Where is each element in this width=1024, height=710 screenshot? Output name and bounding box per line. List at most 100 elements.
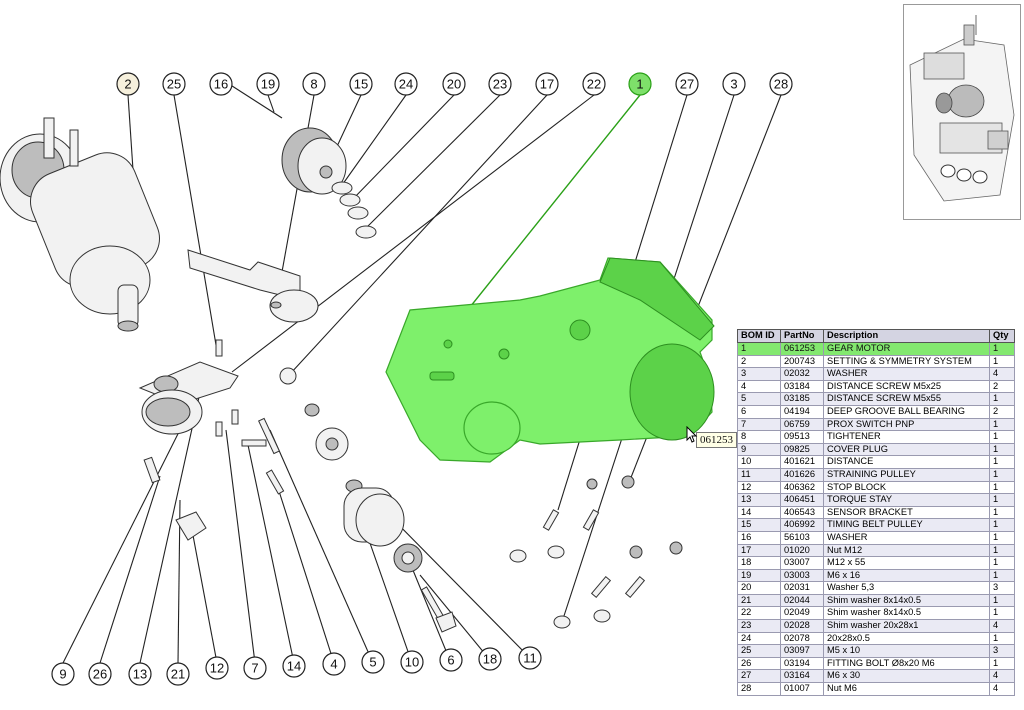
bom-cell-partno: 03003 — [780, 568, 824, 583]
callout-26[interactable]: 26 — [88, 662, 112, 686]
bom-cell-description: M6 x 30 — [823, 669, 990, 684]
svg-text:23: 23 — [493, 77, 507, 92]
callout-3[interactable]: 3 — [722, 72, 746, 96]
callout-24[interactable]: 24 — [394, 72, 418, 96]
callout-23[interactable]: 23 — [488, 72, 512, 96]
bom-cell-qty: 1 — [989, 417, 1015, 432]
callout-27[interactable]: 27 — [675, 72, 699, 96]
bom-cell-qty: 3 — [989, 581, 1015, 595]
callout-21[interactable]: 21 — [166, 662, 190, 686]
callout-14[interactable]: 14 — [282, 654, 306, 678]
callout-7[interactable]: 7 — [243, 656, 267, 680]
bom-cell-id: 20 — [737, 581, 781, 595]
callout-9[interactable]: 9 — [51, 662, 75, 686]
bom-cell-partno: 03097 — [780, 644, 824, 658]
bom-cell-description: DISTANCE — [823, 455, 990, 469]
bom-cell-description: M5 x 10 — [823, 644, 990, 658]
callout-17[interactable]: 17 — [535, 72, 559, 96]
bom-header-description[interactable]: Description — [823, 329, 990, 343]
callout-18[interactable]: 18 — [478, 647, 502, 671]
bom-cell-id: 17 — [737, 543, 781, 558]
callout-6[interactable]: 6 — [439, 648, 463, 672]
gear-motor-highlighted[interactable] — [385, 257, 715, 463]
bom-cell-qty: 4 — [989, 619, 1015, 633]
callout-13[interactable]: 13 — [128, 662, 152, 686]
timing-belt-pulley-drawing — [281, 127, 347, 195]
bom-cell-id: 6 — [737, 404, 781, 419]
callout-12[interactable]: 12 — [205, 656, 229, 680]
callout-15[interactable]: 15 — [349, 72, 373, 96]
bom-cell-partno: 03007 — [780, 556, 824, 570]
svg-text:22: 22 — [587, 77, 601, 92]
bom-cell-description: DISTANCE SCREW M5x55 — [823, 392, 990, 406]
callout-10[interactable]: 10 — [400, 650, 424, 674]
svg-text:14: 14 — [287, 659, 301, 674]
svg-text:21: 21 — [171, 667, 185, 682]
bom-header-id[interactable]: BOM ID — [737, 329, 781, 343]
bom-cell-qty: 1 — [989, 342, 1015, 356]
svg-text:12: 12 — [210, 661, 224, 676]
shim-washers-drawing — [331, 181, 377, 239]
bom-header-qty[interactable]: Qty — [989, 329, 1015, 343]
bom-cell-qty: 1 — [989, 556, 1015, 570]
bom-cell-partno: 03184 — [780, 379, 824, 394]
bom-cell-id: 8 — [737, 430, 781, 444]
callout-2[interactable]: 2 — [116, 72, 140, 96]
svg-text:5: 5 — [369, 655, 376, 670]
callout-4[interactable]: 4 — [322, 652, 346, 676]
callout-22[interactable]: 22 — [582, 72, 606, 96]
callout-5[interactable]: 5 — [361, 650, 385, 674]
svg-text:27: 27 — [680, 77, 694, 92]
bom-cell-id: 11 — [737, 467, 781, 482]
part-number-tooltip: 061253 — [696, 432, 737, 448]
bom-cell-qty: 1 — [989, 656, 1015, 671]
callout-28[interactable]: 28 — [769, 72, 793, 96]
bom-cell-description: SENSOR BRACKET — [823, 505, 990, 520]
callout-16[interactable]: 16 — [209, 72, 233, 96]
callout-8[interactable]: 8 — [302, 72, 326, 96]
callout-19[interactable]: 19 — [256, 72, 280, 96]
assembly-thumbnail[interactable] — [903, 4, 1021, 220]
bom-header-partno[interactable]: PartNo — [780, 329, 824, 343]
bom-cell-description: DEEP GROOVE BALL BEARING — [823, 404, 990, 419]
callout-1[interactable]: 1 — [628, 72, 652, 96]
callout-25[interactable]: 25 — [162, 72, 186, 96]
bom-cell-qty: 1 — [989, 606, 1015, 621]
callout-20[interactable]: 20 — [442, 72, 466, 96]
bom-cell-partno: 406992 — [780, 518, 824, 532]
sensor-bracket-drawing — [187, 249, 319, 323]
callout-11[interactable]: 11 — [518, 646, 542, 670]
loose-hardware-drawing — [509, 475, 683, 629]
